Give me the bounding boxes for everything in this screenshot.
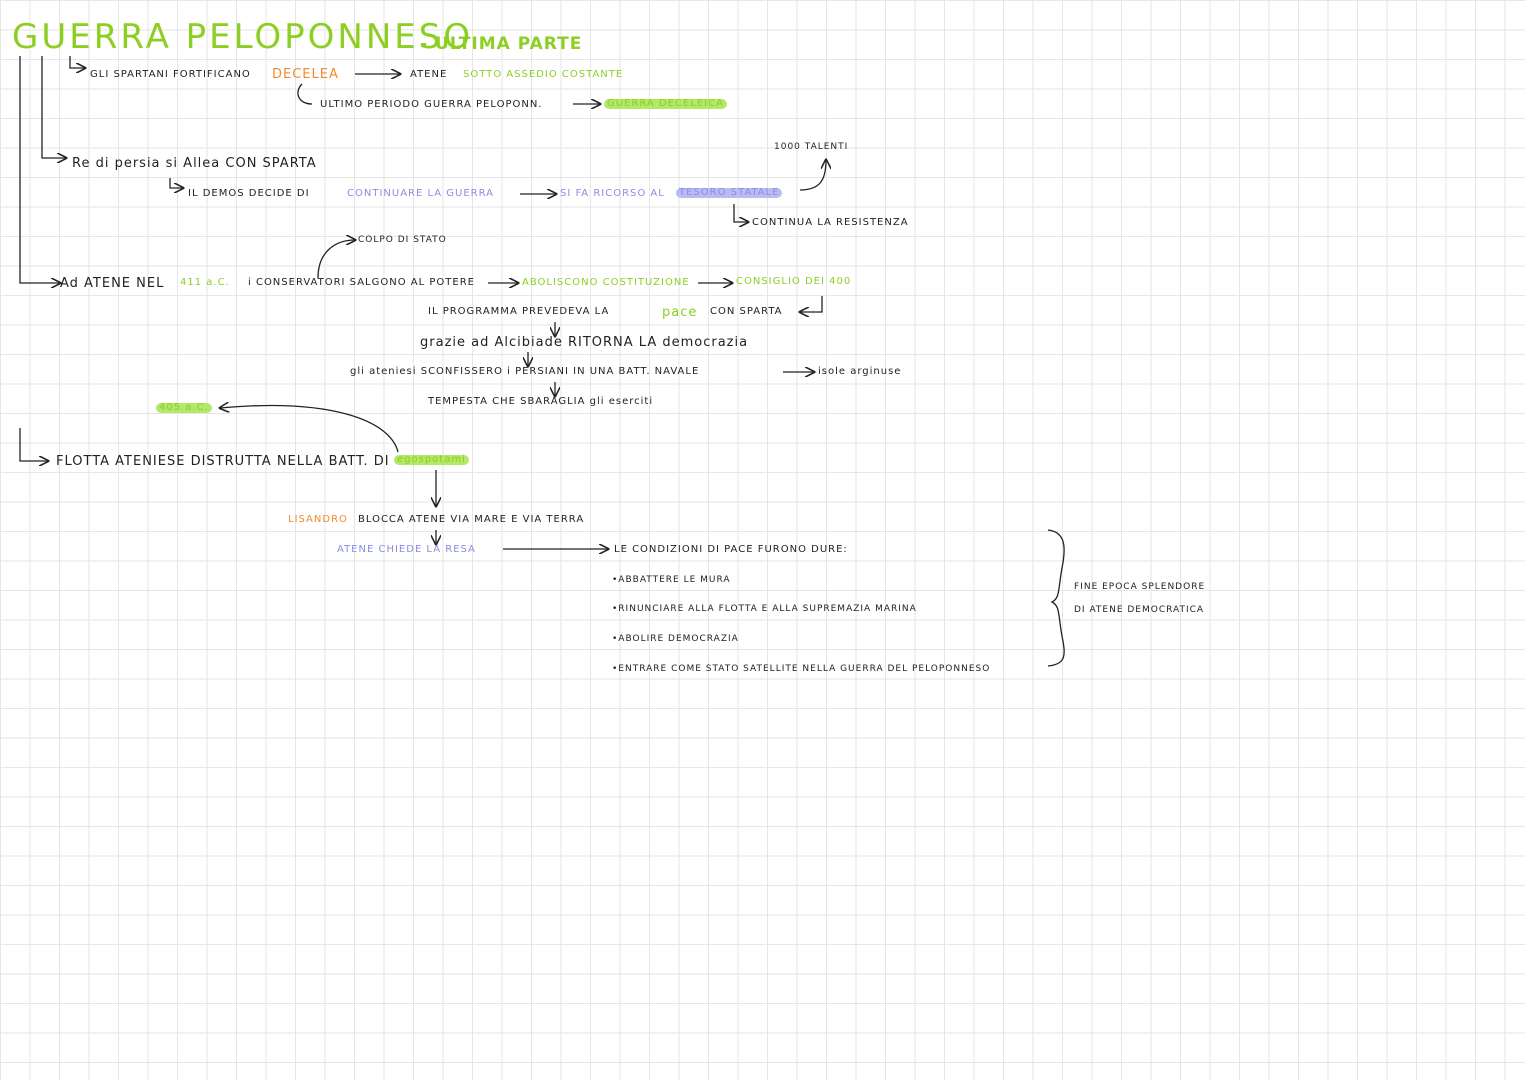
aboliscono-label: ABOLISCONO COSTITUZIONE: [522, 277, 690, 288]
condition-item: •ABBATTERE LE MURA: [612, 575, 731, 585]
assedio-label: SOTTO ASSEDIO COSTANTE: [463, 69, 624, 80]
alcibiade-sentence: grazie ad Alcibiade RITORNA LA democrazi…: [420, 335, 749, 350]
ateniesi-sentence: gli ateniesi SCONFISSERO i PERSIANI IN U…: [350, 366, 700, 377]
isole-arginuse-label: isole arginuse: [818, 366, 902, 377]
page-title: GUERRA PELOPONNESO: [12, 17, 474, 57]
persia-sentence: Re di persia si Allea CON SPARTA: [72, 156, 317, 171]
atene-label: ATENE: [410, 69, 448, 80]
conclusion-line-2: DI ATENE DEMOCRATICA: [1074, 605, 1205, 615]
ricorso-label: SI FA RICORSO AL: [560, 188, 665, 199]
year-411: 411 a.C.: [180, 277, 230, 288]
sparta-label: CON SPARTA: [710, 306, 783, 317]
egospotami-label: egospotami: [394, 455, 469, 465]
consiglio-400-label: CONSIGLIO DEI 400: [736, 276, 852, 287]
decelea-keyword: DECELEA: [272, 67, 339, 82]
decelea-sentence: GLI SPARTANI FORTIFICANO: [90, 69, 251, 80]
conclusion-line-1: FINE EPOCA SPLENDORE: [1074, 582, 1206, 592]
page-subtitle: - ULTIMA PARTE: [420, 34, 583, 54]
blocca-sentence: BLOCCA ATENE VIA MARE E VIA TERRA: [358, 514, 585, 525]
tempesta-sentence: TEMPESTA CHE SBARAGLIA gli eserciti: [428, 396, 654, 407]
flotta-sentence: FLOTTA ATENIESE DISTRUTTA NELLA BATT. DI: [56, 454, 390, 469]
year-405: 405 a.C.: [156, 403, 212, 413]
condition-item: •ENTRARE COME STATO SATELLITE NELLA GUER…: [612, 664, 991, 674]
ultimo-periodo-label: ULTIMO PERIODO GUERRA PELOPONN.: [320, 99, 543, 110]
conditions-title: LE CONDIZIONI DI PACE FURONO DURE:: [614, 544, 848, 555]
condition-item: •RINUNCIARE ALLA FLOTTA E ALLA SUPREMAZI…: [612, 604, 917, 614]
lisandro-keyword: LISANDRO: [288, 514, 348, 525]
programma-label: IL PROGRAMMA PREVEDEVA LA: [428, 306, 610, 317]
resa-label: ATENE CHIEDE LA RESA: [337, 544, 476, 555]
continuare-guerra-label: CONTINUARE LA GUERRA: [347, 188, 495, 199]
talenti-label: 1000 TALENTI: [774, 142, 849, 152]
pace-keyword: pace: [662, 305, 698, 320]
atene-411-label: Ad ATENE NEL: [60, 276, 165, 291]
resistenza-label: CONTINUA LA RESISTENZA: [752, 217, 909, 228]
condition-item: •ABOLIRE DEMOCRAZIA: [612, 634, 739, 644]
demos-sentence: IL DEMOS DECIDE DI: [188, 188, 310, 199]
guerra-deceleica-label: GUERRA DECELEICA: [604, 99, 727, 109]
colpo-di-stato-label: COLPO DI STATO: [358, 235, 447, 245]
conservatori-label: i CONSERVATORI SALGONO AL POTERE: [248, 277, 475, 288]
tesoro-statale-label: TESORO STATALE: [676, 188, 783, 198]
